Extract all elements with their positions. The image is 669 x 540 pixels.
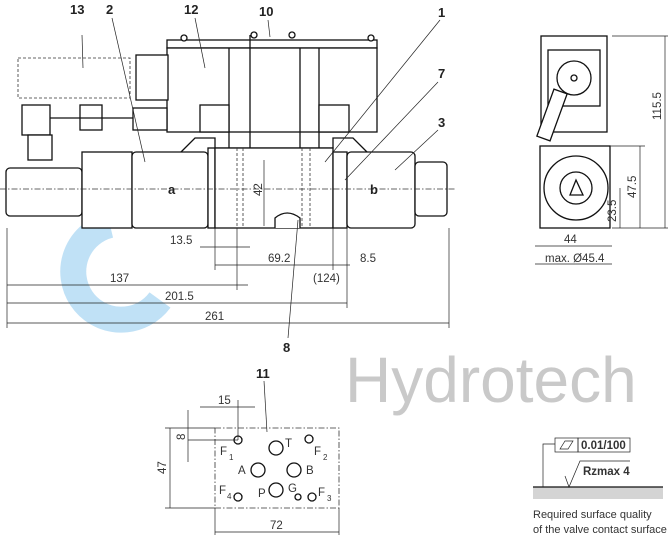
label-f4-sub: 4 — [227, 492, 232, 501]
dim-47: 47 — [157, 461, 169, 474]
plug-connector-optional — [17, 57, 131, 99]
dim-8-5: 8.5 — [360, 253, 376, 265]
cable-plug — [21, 104, 51, 136]
surface-caption-line1: Required surface quality — [533, 509, 652, 521]
port-b — [286, 462, 302, 478]
front-dimensions: 13.5 69.2 8.5 (124) 137 201.5 261 — [6, 228, 450, 328]
callout-1: 1 — [438, 5, 445, 20]
label-f1-sub: 1 — [229, 453, 234, 462]
dim-15: 15 — [218, 395, 231, 407]
dim-13-5: 13.5 — [170, 235, 192, 247]
cover-plate — [166, 39, 378, 49]
dim-201-5: 201.5 — [165, 291, 194, 303]
dim-44: 44 — [564, 234, 577, 246]
flatness-value: 0.01/100 — [581, 440, 626, 452]
solenoid-coil-end — [543, 155, 609, 221]
label-p: P — [258, 488, 266, 500]
callout-11: 11 — [256, 366, 270, 381]
label-b: B — [306, 465, 314, 477]
connector-socket — [556, 60, 592, 96]
port-g — [294, 493, 302, 501]
label-a: A — [238, 465, 246, 477]
label-f4: F — [219, 485, 226, 497]
watermark-ring — [60, 212, 171, 333]
dim-8: 8 — [176, 434, 188, 440]
callout-7: 7 — [438, 66, 445, 81]
label-f2: F — [314, 446, 321, 458]
label-f3: F — [318, 487, 325, 499]
port-a — [250, 462, 266, 478]
callout-8: 8 — [283, 340, 290, 355]
solenoid-a-cap — [5, 167, 83, 217]
port-f2 — [304, 434, 314, 444]
dim-115-5: 115.5 — [652, 92, 664, 120]
label-g: G — [288, 483, 297, 495]
flatness-symbol-box — [554, 437, 579, 453]
mounting-surface — [214, 427, 340, 509]
dim-137: 137 — [110, 273, 129, 285]
label-f3-sub: 3 — [327, 494, 332, 503]
valve-housing — [214, 147, 334, 229]
solenoid-b — [346, 151, 416, 229]
callout-2: 2 — [106, 2, 113, 17]
dim-124: (124) — [313, 273, 340, 285]
port-f3 — [307, 492, 317, 502]
surface-caption-line2: of the valve contact surface — [533, 524, 667, 536]
dim-max-diameter: max. Ø45.4 — [545, 253, 605, 265]
dim-261: 261 — [205, 311, 224, 323]
callout-3: 3 — [438, 115, 445, 130]
port-p — [268, 482, 284, 498]
label-solenoid-a: a — [168, 182, 176, 197]
dim-23-5: 23.5 — [607, 200, 619, 222]
callout-13: 13 — [70, 2, 84, 17]
callout-10: 10 — [259, 4, 273, 19]
front-view: a b 42 — [0, 31, 455, 229]
surface-shade — [533, 487, 663, 499]
side-view: 115.5 47.5 23.5 44 max. Ø45.4 — [535, 35, 668, 265]
hydrotech-watermark: Hydrotech — [60, 212, 637, 416]
callout-12: 12 — [184, 2, 198, 17]
callouts: 13 2 12 10 1 7 3 8 11 — [70, 2, 445, 433]
label-f2-sub: 2 — [323, 453, 328, 462]
label-solenoid-b: b — [370, 182, 378, 197]
port-f1 — [233, 435, 243, 445]
roughness-value: Rzmax 4 — [583, 466, 630, 478]
dim-69-2: 69.2 — [268, 253, 290, 265]
label-t: T — [285, 438, 292, 450]
label-f1: F — [220, 446, 227, 458]
dim-42: 42 — [253, 183, 265, 196]
port-t — [268, 440, 284, 456]
port-f4 — [233, 492, 243, 502]
watermark-text: Hydrotech — [345, 344, 637, 416]
dim-72: 72 — [270, 520, 283, 532]
surface-quality-symbol: 0.01/100 Rzmax 4 Required surface qualit… — [533, 437, 667, 536]
dim-47-5: 47.5 — [627, 176, 639, 198]
manual-override-a — [81, 151, 133, 229]
